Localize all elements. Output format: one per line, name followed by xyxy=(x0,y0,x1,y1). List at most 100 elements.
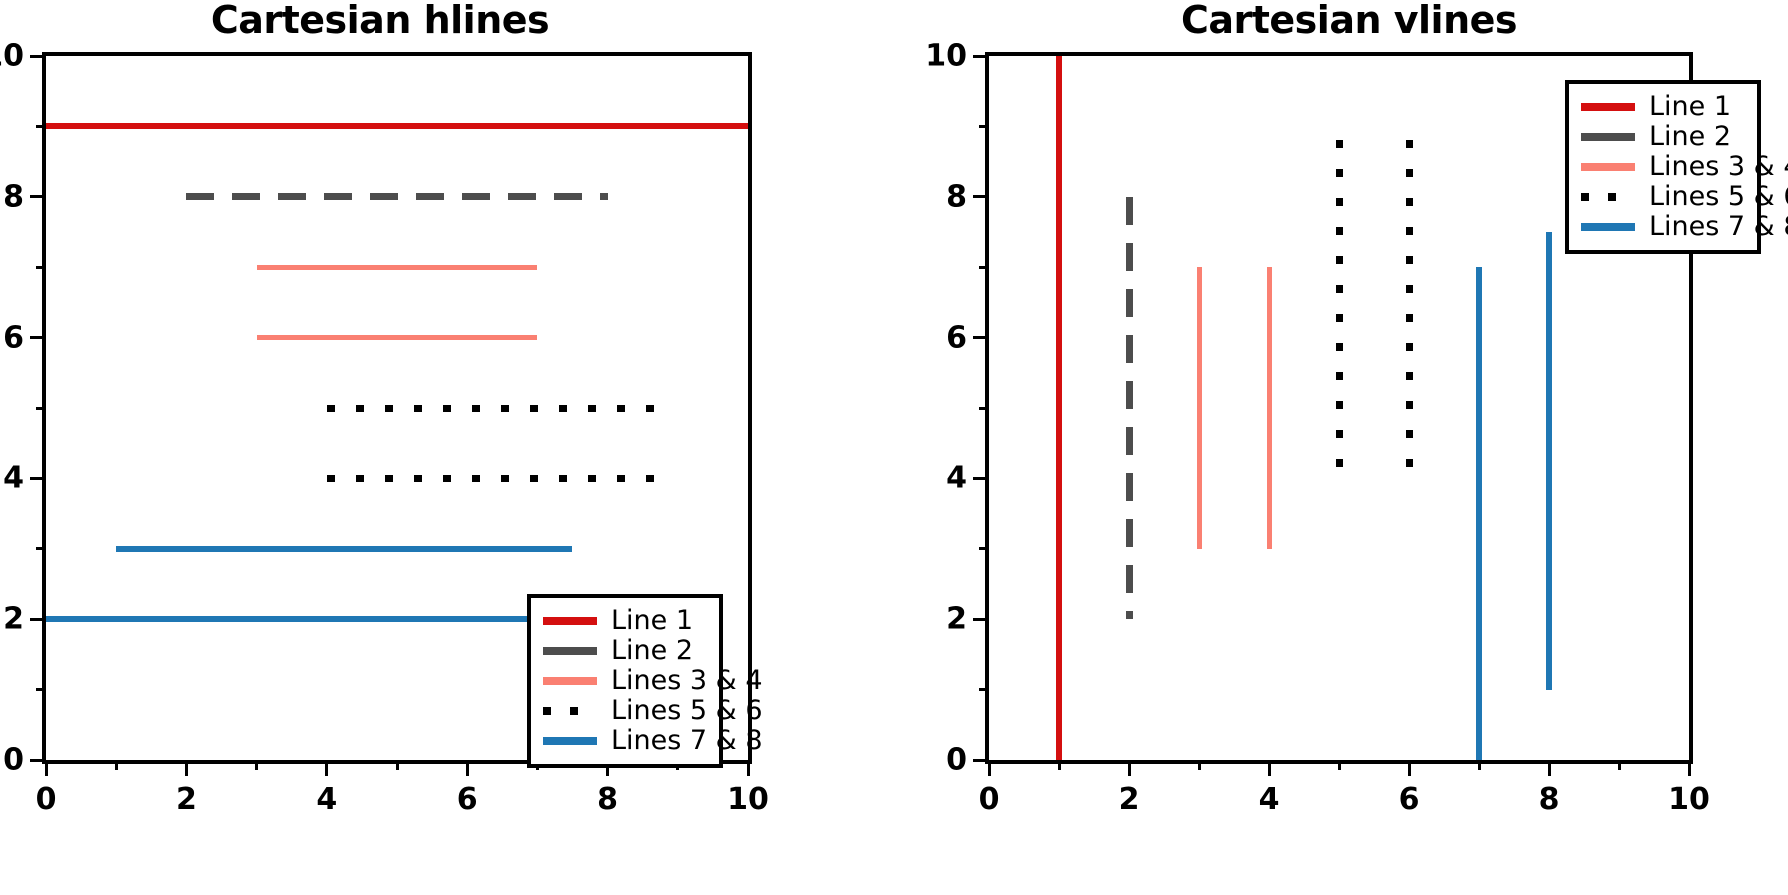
legend-swatch-icon xyxy=(543,696,597,726)
y-axis-tick xyxy=(973,617,989,621)
x-axis-minor-tick xyxy=(1337,760,1341,770)
x-axis-minor-tick xyxy=(395,760,399,770)
data-line xyxy=(1476,267,1482,760)
data-line xyxy=(256,264,538,270)
y-axis-tick xyxy=(30,336,46,340)
x-axis-tick xyxy=(465,760,469,776)
x-axis-tick xyxy=(184,760,188,776)
legend-item[interactable]: Lines 5 & 6 xyxy=(1581,182,1788,212)
data-line xyxy=(46,616,538,623)
y-axis-minor-tick xyxy=(979,124,989,128)
data-line xyxy=(256,335,538,341)
x-axis-minor-tick xyxy=(1477,760,1481,770)
plot-inner-vlines xyxy=(989,56,1689,760)
data-line xyxy=(326,404,664,412)
y-axis-minor-tick xyxy=(979,688,989,692)
x-axis-minor-tick xyxy=(114,760,118,770)
legend-swatch-icon xyxy=(543,726,597,756)
legend-item-label: Lines 7 & 8 xyxy=(1649,211,1788,242)
legend-item[interactable]: Lines 7 & 8 xyxy=(1581,212,1788,242)
x-axis-tick xyxy=(325,760,329,776)
x-axis-tick xyxy=(987,760,991,776)
x-axis-minor-tick xyxy=(1057,760,1061,770)
x-axis-tick-label: 2 xyxy=(175,782,197,817)
y-axis-minor-tick xyxy=(36,406,46,410)
legend-item[interactable]: Line 2 xyxy=(543,636,705,666)
y-axis-minor-tick xyxy=(979,406,989,410)
x-axis-tick-label: 8 xyxy=(1538,782,1560,817)
legend-swatch-icon xyxy=(543,666,597,696)
x-axis-tick-label: 10 xyxy=(727,782,769,817)
data-line xyxy=(46,123,748,130)
data-line xyxy=(1196,267,1202,549)
x-axis-tick xyxy=(44,760,48,776)
y-axis-tick-label: 8 xyxy=(946,179,967,215)
y-axis-tick-label: 2 xyxy=(3,601,24,637)
data-line xyxy=(1546,232,1552,690)
plot-inner-hlines xyxy=(46,56,748,760)
x-axis-tick xyxy=(1687,760,1691,776)
x-axis-tick-label: 4 xyxy=(1258,782,1280,817)
y-axis-tick xyxy=(973,195,989,199)
y-axis-tick-label: 2 xyxy=(946,601,967,637)
x-axis-tick-label: 6 xyxy=(456,782,478,817)
legend-item-label: Lines 7 & 8 xyxy=(611,725,763,756)
x-axis-tick-label: 10 xyxy=(1668,782,1710,817)
legend-swatch-icon xyxy=(543,636,597,666)
page-title-hlines: Cartesian hlines xyxy=(210,0,550,42)
y-axis-tick-label: 0 xyxy=(3,742,24,778)
data-line xyxy=(1266,267,1272,549)
x-axis-tick xyxy=(1407,760,1411,776)
legend-item-label: Lines 5 & 6 xyxy=(611,695,763,726)
legend-item-label: Lines 3 & 4 xyxy=(1649,151,1788,182)
data-line xyxy=(186,193,608,201)
legend-item[interactable]: Line 2 xyxy=(1581,122,1743,152)
x-axis-tick-label: 8 xyxy=(597,782,619,817)
legend-swatch-icon xyxy=(1581,182,1635,212)
legend-item-label: Line 1 xyxy=(611,605,694,636)
legend-item[interactable]: Lines 5 & 6 xyxy=(543,696,763,726)
legend-item-label: Line 1 xyxy=(1649,91,1732,122)
x-axis-minor-tick xyxy=(255,760,259,770)
y-axis-minor-tick xyxy=(36,688,46,692)
y-axis-tick-label: 0 xyxy=(946,742,967,778)
y-axis-minor-tick xyxy=(36,547,46,551)
x-axis-tick xyxy=(1547,760,1551,776)
x-axis-tick-label: 2 xyxy=(1118,782,1140,817)
legend-item[interactable]: Line 1 xyxy=(1581,92,1743,122)
x-axis-tick xyxy=(1127,760,1131,776)
y-axis-tick-label: 10 xyxy=(925,38,967,74)
legend-item[interactable]: Lines 3 & 4 xyxy=(1581,152,1788,182)
data-line xyxy=(1335,140,1343,479)
data-line xyxy=(116,545,573,552)
y-axis-tick xyxy=(30,195,46,199)
x-axis-tick-label: 6 xyxy=(1398,782,1420,817)
x-axis-minor-tick xyxy=(1197,760,1201,770)
legend-item[interactable]: Lines 3 & 4 xyxy=(543,666,763,696)
y-axis-tick xyxy=(30,476,46,480)
x-axis-tick-label: 4 xyxy=(316,782,338,817)
y-axis-tick xyxy=(973,54,989,58)
legend-swatch-icon xyxy=(1581,92,1635,122)
y-axis-tick xyxy=(30,54,46,58)
legend-item[interactable]: Line 1 xyxy=(543,606,705,636)
data-line xyxy=(1125,196,1133,620)
y-axis-minor-tick xyxy=(36,265,46,269)
legend-item-label: Lines 3 & 4 xyxy=(611,665,763,696)
legend-swatch-icon xyxy=(1581,212,1635,242)
legend-swatch-icon xyxy=(1581,152,1635,182)
x-axis-tick-label: 0 xyxy=(35,782,57,817)
x-axis-tick-label: 0 xyxy=(978,782,1000,817)
x-axis-minor-tick xyxy=(1617,760,1621,770)
y-axis-tick-label: 6 xyxy=(946,320,967,356)
x-axis-tick xyxy=(1267,760,1271,776)
legend-item[interactable]: Lines 7 & 8 xyxy=(543,726,763,756)
y-axis-minor-tick xyxy=(979,265,989,269)
y-axis-tick-label: 4 xyxy=(946,460,967,496)
